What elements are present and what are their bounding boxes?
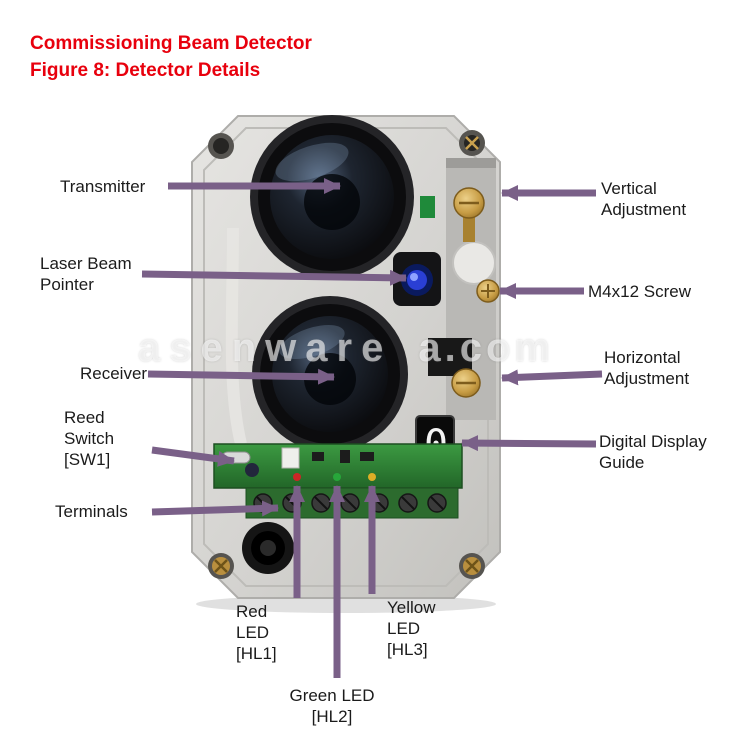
ribbon-cable bbox=[225, 227, 247, 446]
horizontal-adjustment-screw bbox=[451, 368, 481, 398]
arrow-terminals bbox=[151, 500, 279, 517]
yellow-led-component bbox=[368, 473, 376, 481]
arrow-laser-beam-pointer bbox=[141, 269, 407, 286]
corner-screw bbox=[459, 130, 485, 156]
arrow-digital-display-guide bbox=[461, 435, 597, 452]
label-terminals: Terminals bbox=[55, 502, 128, 521]
terminal-blocks bbox=[245, 487, 459, 519]
label-digital-display-guide: Digital Display Guide bbox=[599, 432, 707, 472]
green-led-component bbox=[333, 473, 341, 481]
figure-title-line2: Figure 8: Detector Details bbox=[30, 60, 261, 81]
corner-screw bbox=[208, 553, 234, 579]
callout-arrows bbox=[141, 178, 603, 678]
corner-screw bbox=[208, 133, 234, 159]
relay-component bbox=[281, 447, 300, 469]
arrow-reed-switch bbox=[151, 446, 235, 467]
indicator-window bbox=[420, 196, 435, 218]
label-vertical-adjustment: Vertical Adjustment bbox=[601, 179, 687, 219]
corner-screws bbox=[208, 130, 485, 579]
vertical-adjustment-screw bbox=[453, 187, 485, 242]
label-m4x12-screw: M4x12 Screw bbox=[588, 282, 691, 301]
label-laser-beam-pointer: Laser Beam Pointer bbox=[40, 254, 132, 294]
arrow-horizontal-adjustment bbox=[501, 369, 603, 386]
label-reed-switch: Reed Switch [SW1] bbox=[64, 408, 115, 469]
laser-pointer bbox=[393, 252, 441, 306]
adjustment-wheel bbox=[452, 241, 496, 285]
label-green-led: Green LED [HL2] bbox=[289, 686, 375, 726]
corner-screw bbox=[459, 553, 485, 579]
m4x12-screw bbox=[476, 279, 500, 303]
transmitter-lens bbox=[250, 115, 414, 279]
label-yellow-led: Yellow LED [HL3] bbox=[387, 598, 436, 659]
cable-gland bbox=[242, 522, 294, 574]
label-transmitter: Transmitter bbox=[60, 177, 146, 196]
label-receiver: Receiver bbox=[80, 364, 148, 383]
figure-title: Commissioning Beam Detector Figure 8: De… bbox=[30, 30, 312, 84]
figure-title-line1: Commissioning Beam Detector bbox=[30, 33, 312, 54]
arrow-receiver bbox=[147, 368, 335, 385]
red-led-component bbox=[293, 473, 301, 481]
label-red-led: Red LED [HL1] bbox=[236, 602, 277, 663]
pcb bbox=[213, 443, 463, 489]
label-horizontal-adjustment: Horizontal Adjustment bbox=[604, 348, 690, 388]
